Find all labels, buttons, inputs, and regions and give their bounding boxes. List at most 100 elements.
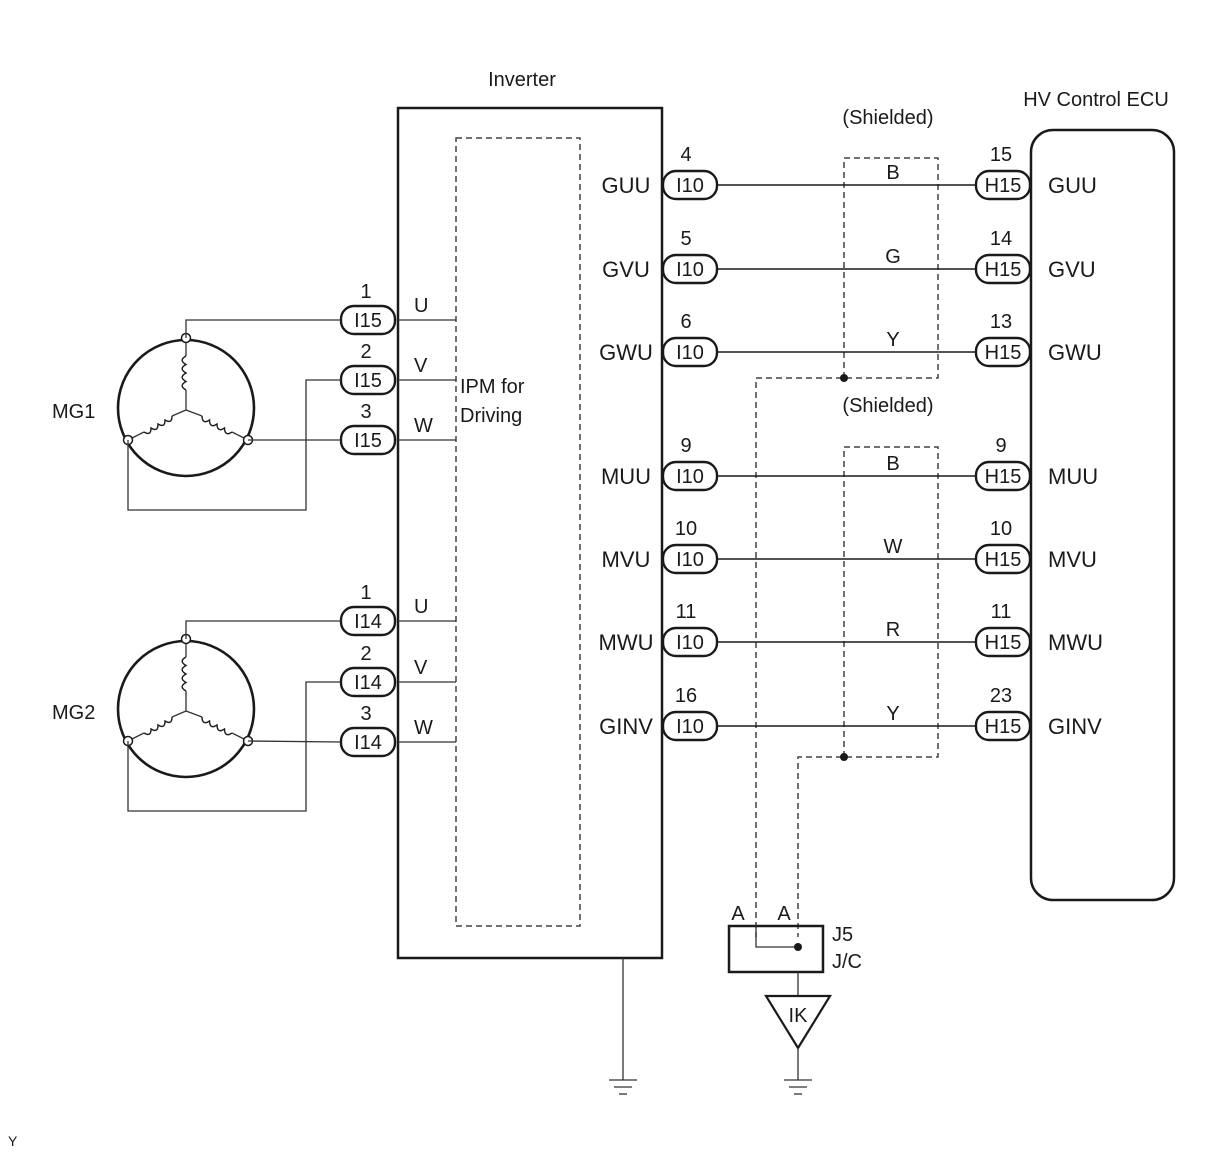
jc-pin-a-left: A [731,903,745,925]
signal-gwu-inverter-connector-outline [661,336,719,368]
mg1-lead-v [127,379,341,511]
signal-guu-wire-color: B [886,162,899,184]
signal-guu-inverter-pin: 4 [680,144,691,166]
signal-mwu-wire-color: R [886,619,900,641]
signal-gvu-inverter-connector-outline [661,253,719,285]
mg1-phase-w-pin: 3 [360,401,371,423]
mg2-phase-u-connector-label: I14 [354,611,382,633]
signal-ginv-inverter-name: GINV [599,714,653,739]
signal-mwu-ecu-connector-label: H15 [985,632,1022,654]
signal-guu-ecu-name: GUU [1048,173,1097,198]
signal-gvu-ecu-connector-label: H15 [985,259,1022,281]
signal-mvu-ecu-connector-outline [974,543,1032,575]
signal-mwu-inverter-pin: 11 [676,601,697,623]
ik-ground-triangle [764,994,832,1051]
mg1-winding-u-coil [181,355,188,391]
signal-gwu-inverter-connector-label: I10 [676,342,704,364]
mg2-phase-v-pin: 2 [360,643,371,665]
ipm-label-line2: Driving [460,405,522,427]
signal-guu-inverter-connector-label: I10 [676,175,704,197]
signal-mwu-ecu-connector-outline [974,626,1032,658]
mg2-lead-w [247,740,342,743]
mg2-phase-u-phase-label: U [414,596,428,618]
mg1-winding-v-tail [171,409,187,417]
mg1-label: MG1 [52,401,95,423]
signal-gwu-ecu-connector-label: H15 [985,342,1022,364]
signal-mvu-inverter-connector-label: I10 [676,549,704,571]
mg2-winding-w-tail [185,710,203,718]
jc-label-line1: J5 [832,924,853,946]
signal-guu-ecu-pin: 15 [990,144,1012,166]
shield-label-lower: (Shielded) [842,395,933,417]
signal-ginv-ecu-pin: 23 [990,685,1012,707]
corner-mark: Y [8,1133,18,1149]
inverter-label: Inverter [488,69,556,91]
signal-mvu-inverter-connector-outline [661,543,719,575]
signal-guu-inverter-name: GUU [602,173,651,198]
jc-label-line2: J/C [832,951,862,973]
signal-muu-ecu-pin: 9 [995,435,1006,457]
signal-gwu-inverter-name: GWU [599,340,653,365]
mg2-phase-u-pin: 1 [360,582,371,604]
signal-ginv-ecu-connector-outline [974,710,1032,742]
shield-label-upper: (Shielded) [842,107,933,129]
ecu-label: HV Control ECU [1023,89,1169,111]
mg1-phase-u-phase-label: U [414,295,428,317]
mg1-phase-u-pin: 1 [360,281,371,303]
signal-muu-inverter-connector-label: I10 [676,466,704,488]
mg2-winding-u-coil [181,656,188,692]
signal-mvu-ecu-pin: 10 [990,518,1012,540]
ipm-label-line1: IPM for [460,376,525,398]
signal-mwu-ecu-pin: 11 [991,601,1012,623]
mg1-phase-w-connector-label: I15 [354,430,382,452]
signal-muu-inverter-name: MUU [601,464,651,489]
ik-ground-label: IK [789,1005,809,1027]
signal-mwu-ecu-name: MWU [1048,630,1103,655]
mg1-phase-w-phase-label: W [414,415,433,437]
signal-mvu-ecu-connector-label: H15 [985,549,1022,571]
signal-gvu-inverter-pin: 5 [680,228,691,250]
jc-box [727,924,825,974]
signal-guu-ecu-connector-label: H15 [985,175,1022,197]
mg2-phase-w-pin: 3 [360,703,371,725]
signal-ginv-ecu-name: GINV [1048,714,1102,739]
signal-guu-inverter-connector-outline [661,169,719,201]
signal-mwu-inverter-connector-label: I10 [676,632,704,654]
signal-gvu-wire-color: G [885,246,901,268]
mg1-phase-v-phase-label: V [414,355,428,377]
jc-junction-dot [794,943,802,951]
mg2-lead-u [185,620,341,639]
signal-gwu-wire-color: Y [886,329,899,351]
mg2-phase-v-phase-label: V [414,657,428,679]
mg2-lead-v [127,681,341,812]
signal-gvu-ecu-pin: 14 [990,228,1012,250]
ground-symbol-inverter [609,1079,637,1095]
mg1-winding-w-coil [201,415,233,435]
mg2-phase-v-connector-label: I14 [354,672,382,694]
ecu-box [1029,128,1176,902]
signal-muu-inverter-connector-outline [661,460,719,492]
signal-muu-ecu-name: MUU [1048,464,1098,489]
signal-mvu-ecu-name: MVU [1048,547,1097,572]
mg1-phase-u-connector-label: I15 [354,310,382,332]
signal-muu-ecu-connector-label: H15 [985,466,1022,488]
ground-symbol-ik [784,1079,812,1095]
signal-mvu-inverter-pin: 10 [675,518,697,540]
shield-upper-drain-dot [840,374,848,382]
mg2-label: MG2 [52,702,95,724]
signal-ginv-inverter-pin: 16 [675,685,697,707]
signal-gwu-ecu-name: GWU [1048,340,1102,365]
mg1-phase-v-connector-label: I15 [354,370,382,392]
signal-muu-inverter-pin: 9 [680,435,691,457]
mg2-phase-w-phase-label: W [414,717,433,739]
signal-ginv-inverter-connector-outline [661,710,719,742]
jc-internal-link [755,926,798,948]
jc-pin-a-right: A [777,903,791,925]
inverter-box [396,106,664,960]
signal-gwu-inverter-pin: 6 [680,311,691,333]
shield-lower-outline [797,446,939,937]
signal-mvu-inverter-name: MVU [602,547,651,572]
mg1-winding-w-tail [185,409,203,417]
shield-upper-outline [755,157,939,937]
